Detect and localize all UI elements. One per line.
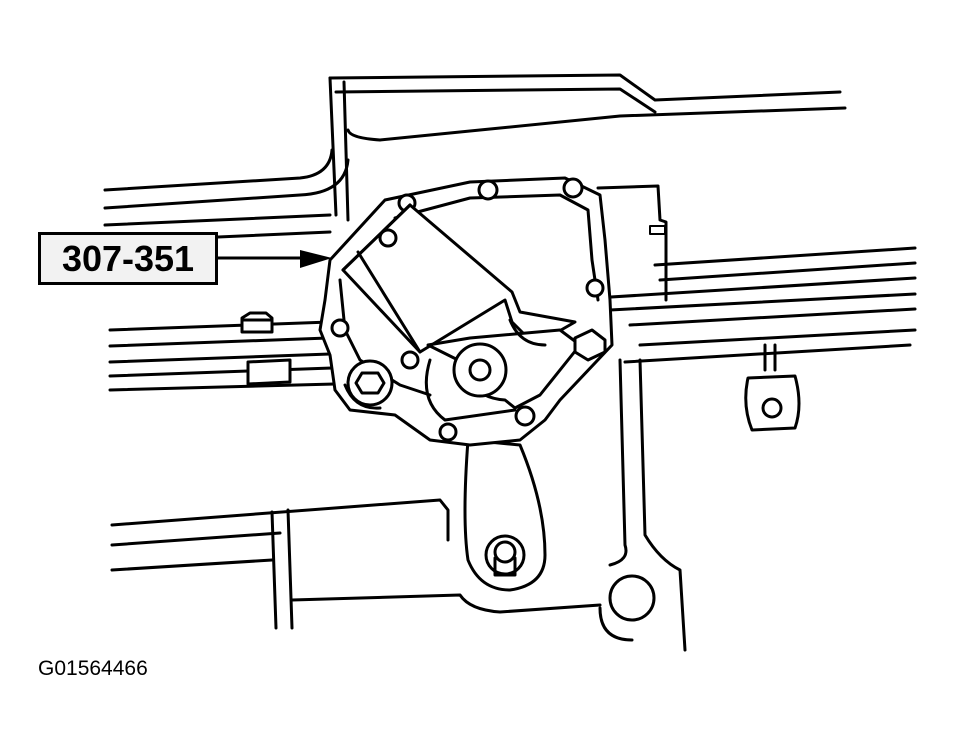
right-bracket	[596, 184, 668, 302]
rail-bolt	[240, 311, 292, 386]
figure-id: G01564466	[38, 657, 148, 680]
lower-case	[110, 358, 687, 652]
callout-arrow	[216, 250, 332, 268]
hanging-clip	[744, 343, 801, 432]
case-rails	[108, 246, 917, 392]
alignment-tool	[341, 203, 607, 410]
tool-callout-label: 307-351	[38, 232, 218, 285]
lever-arm	[463, 438, 547, 592]
